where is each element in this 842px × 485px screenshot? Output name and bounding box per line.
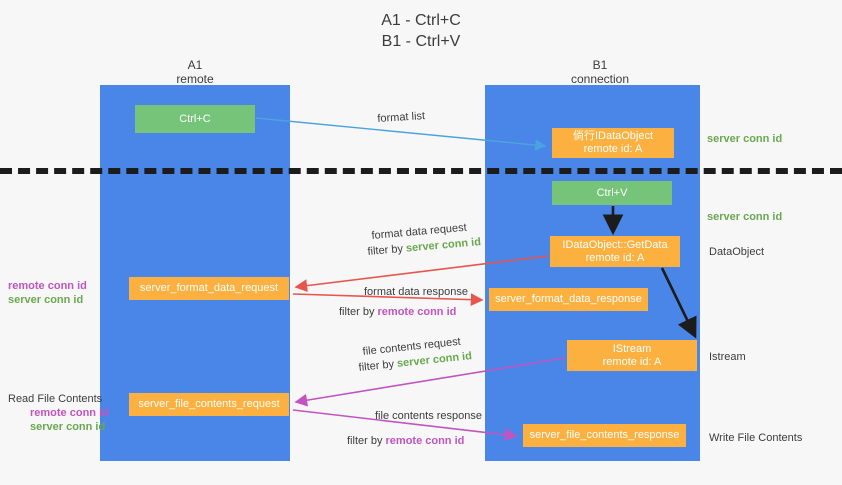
column-header-b1: B1 connection bbox=[570, 58, 630, 86]
edge-label-format-data-response: format data response bbox=[364, 286, 468, 298]
left-label-remote-conn-id-2: remote conn id bbox=[30, 407, 109, 419]
right-label-dataobject: DataObject bbox=[709, 246, 765, 258]
node-ctrl-v[interactable]: Ctrl+V bbox=[552, 181, 672, 205]
right-label-server-conn-id-top: server conn id bbox=[707, 133, 783, 145]
column-header-a1: A1 remote bbox=[176, 58, 214, 86]
left-label-read-file-contents: Read File Contents bbox=[8, 393, 103, 405]
node-server-format-data-response[interactable]: server_format_data_response bbox=[489, 288, 648, 311]
edge-label-file-contents-response: file contents response bbox=[375, 410, 483, 422]
right-label-istream: Istream bbox=[709, 351, 746, 363]
page-title: A1 - Ctrl+C B1 - Ctrl+V bbox=[381, 12, 461, 50]
filter-prefix: filter by bbox=[339, 306, 378, 318]
filter-prefix: filter by bbox=[358, 357, 398, 374]
node-idataobject[interactable]: 倘行IDataObject remote id: A bbox=[552, 128, 674, 158]
filter-key-remote-conn-id: remote conn id bbox=[377, 306, 457, 318]
filter-prefix: filter by bbox=[347, 435, 386, 447]
node-idataobject-getdata[interactable]: IDataObject::GetData remote id: A bbox=[550, 236, 680, 267]
edge-label-format-data-response-filter: filter by remote conn id bbox=[339, 305, 456, 319]
right-label-write-file-contents: Write File Contents bbox=[709, 432, 803, 444]
node-server-file-contents-request[interactable]: server_file_contents_request bbox=[129, 393, 289, 416]
left-annotation-read-file-contents: Read File Contents remote conn id server… bbox=[8, 392, 109, 434]
left-label-server-conn-id: server conn id bbox=[8, 294, 84, 306]
edge-label-format-list: format list bbox=[377, 110, 426, 125]
node-server-format-data-request[interactable]: server_format_data_request bbox=[129, 277, 289, 300]
node-server-file-contents-response[interactable]: server_file_contents_response bbox=[523, 424, 686, 447]
left-label-server-conn-id-2: server conn id bbox=[30, 421, 106, 433]
right-label-server-conn-id-mid: server conn id bbox=[707, 211, 783, 223]
filter-key-remote-conn-id: remote conn id bbox=[385, 435, 465, 447]
node-istream[interactable]: IStream remote id: A bbox=[567, 340, 697, 371]
filter-prefix: filter by bbox=[367, 242, 407, 258]
node-ctrl-c[interactable]: Ctrl+C bbox=[135, 105, 255, 133]
phase-separator-dashed-line bbox=[0, 168, 842, 174]
edge-label-file-contents-response-filter: filter by remote conn id bbox=[347, 434, 464, 448]
left-annotation-conn-ids-format: remote conn id server conn id bbox=[8, 279, 87, 307]
left-label-remote-conn-id: remote conn id bbox=[8, 280, 87, 292]
